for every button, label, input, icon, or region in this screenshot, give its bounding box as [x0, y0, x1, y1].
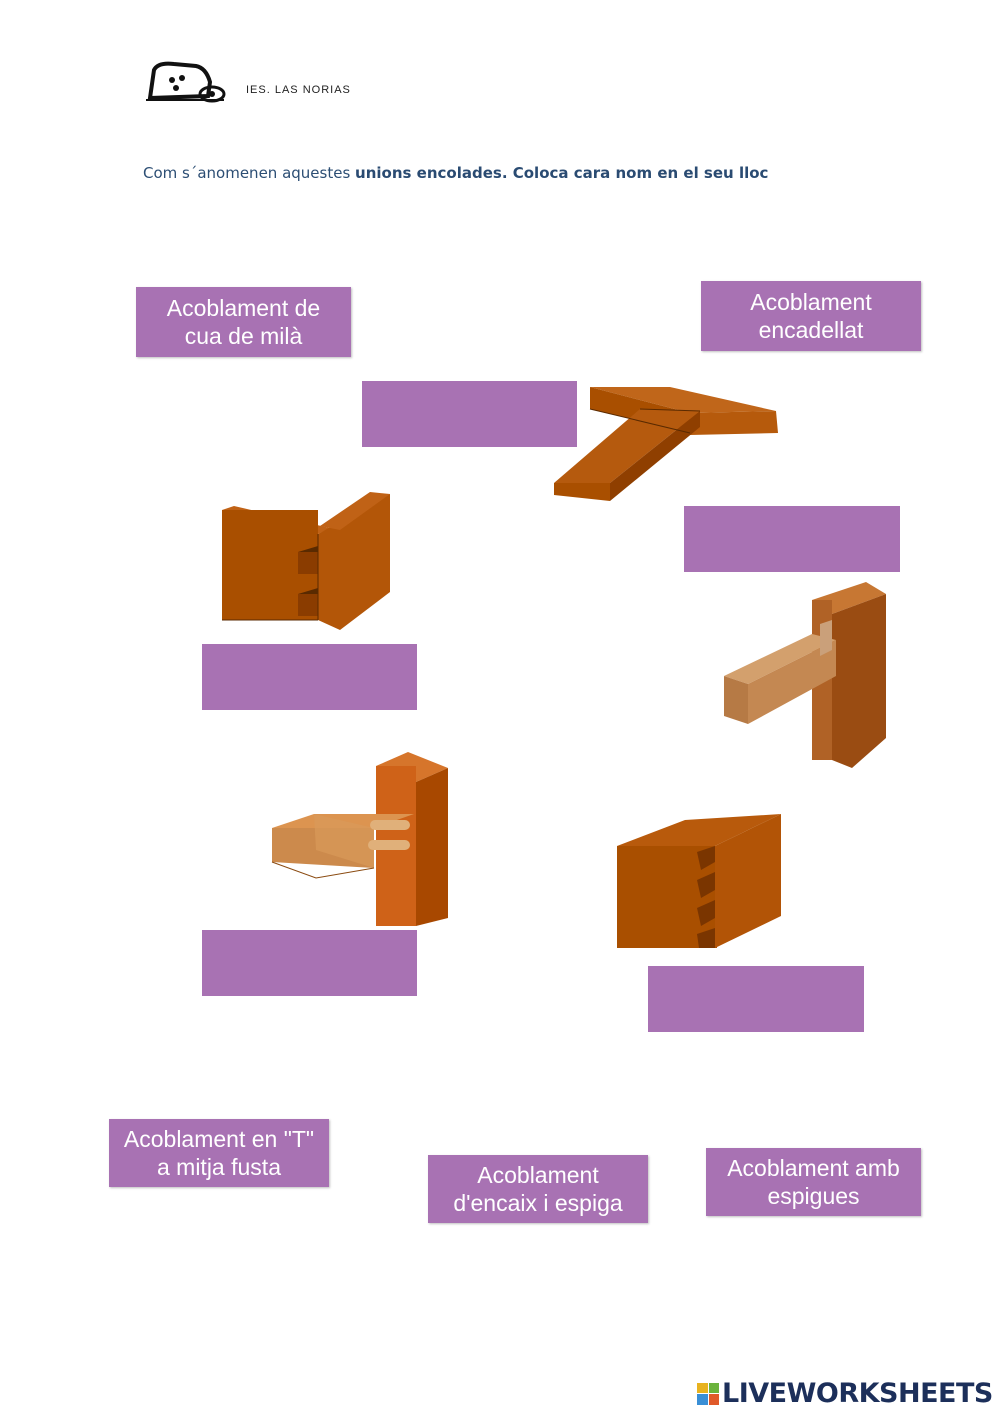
- label-mortise-tenon[interactable]: Acoblament d'encaix i espiga: [428, 1155, 648, 1223]
- dovetail-joint-image: [617, 814, 781, 948]
- school-name: IES. LAS NORIAS: [246, 84, 351, 96]
- school-logo-icon: [146, 61, 226, 103]
- instruction-plain: Com s´anomenen aquestes: [143, 164, 356, 182]
- label-dovetail-text: Acoblament de cua de milà: [166, 295, 321, 349]
- label-dovetail[interactable]: Acoblament de cua de milà: [136, 287, 351, 357]
- label-mortise-tenon-text: Acoblament d'encaix i espiga: [453, 1162, 623, 1216]
- instruction-bold: unions encolades. Coloca cara nom en el …: [355, 164, 769, 182]
- label-half-lap-t[interactable]: Acoblament en "T" a mitja fusta: [109, 1119, 329, 1187]
- label-dowels-text: Acoblament amb espigues: [727, 1155, 900, 1209]
- half-lap-t-joint-image: [554, 387, 778, 501]
- liveworksheets-badge-icon: [697, 1382, 719, 1405]
- drop-zone-2[interactable]: [684, 506, 900, 572]
- drop-zone-5[interactable]: [648, 966, 864, 1032]
- drop-zone-3[interactable]: [202, 644, 417, 710]
- drop-zone-4[interactable]: [202, 930, 417, 996]
- label-half-lap-t-text: Acoblament en "T" a mitja fusta: [123, 1126, 315, 1180]
- label-tongue-groove[interactable]: Acoblament encadellat: [701, 281, 921, 351]
- finger-joint-image: [222, 492, 390, 630]
- instruction-text: Com s´anomenen aquestes unions encolades…: [143, 164, 768, 182]
- liveworksheets-brand: LIVEWORKSHEETS: [722, 1378, 993, 1409]
- mortise-tenon-joint-image: [724, 582, 886, 768]
- label-dowels[interactable]: Acoblament amb espigues: [706, 1148, 921, 1216]
- drop-zone-1[interactable]: [362, 381, 577, 447]
- liveworksheets-logo: LIVEWORKSHEETS: [697, 1378, 993, 1409]
- label-tongue-groove-text: Acoblament encadellat: [750, 289, 872, 343]
- dowel-joint-image: [271, 752, 448, 926]
